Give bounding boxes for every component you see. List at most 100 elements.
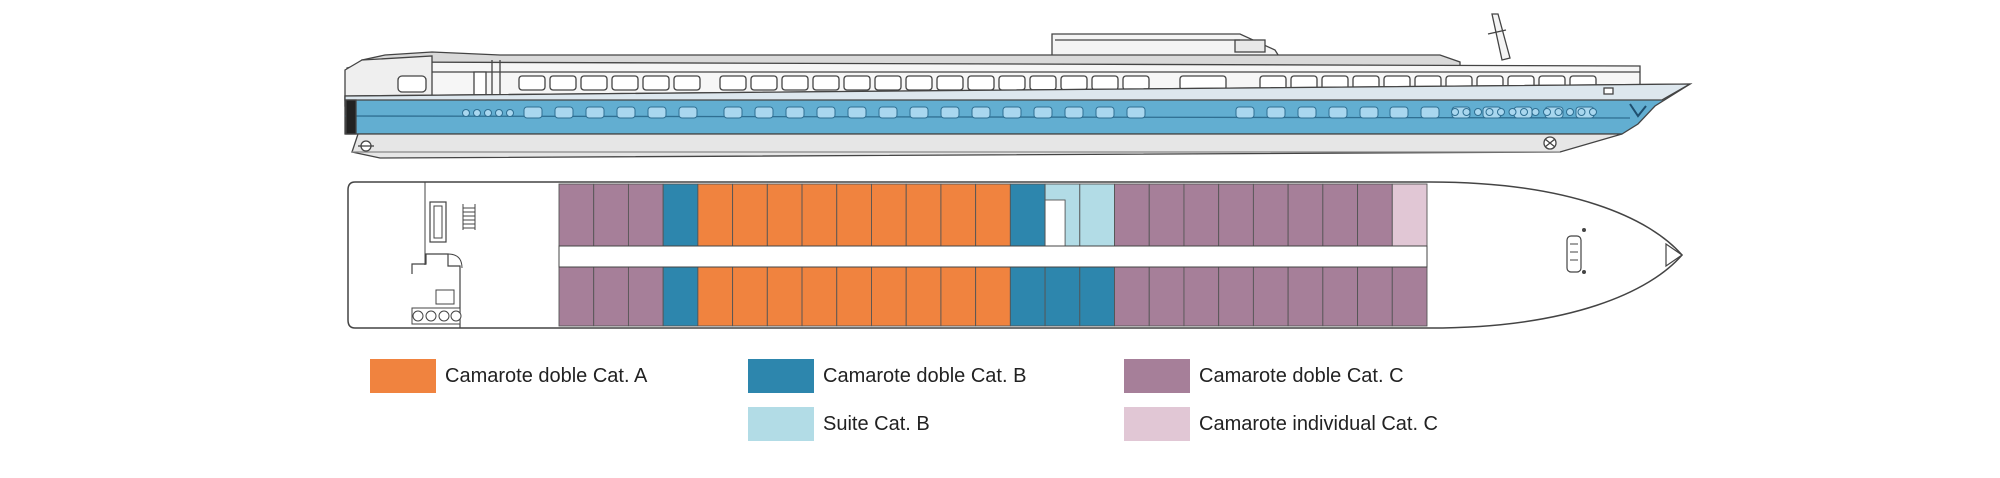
side-bow-porthole bbox=[1485, 108, 1494, 116]
side-window bbox=[673, 75, 701, 91]
cabin-bottom-cat-c-18 bbox=[1148, 266, 1185, 327]
cabin-bottom-cat-c-2 bbox=[593, 266, 629, 327]
cabin-top-cat-a-13 bbox=[975, 183, 1011, 247]
cabin-top-suite-b-16 bbox=[1079, 183, 1115, 247]
deck-plan bbox=[347, 181, 1684, 329]
side-porthole-window bbox=[1328, 106, 1348, 119]
side-window bbox=[549, 75, 577, 91]
side-window bbox=[936, 75, 964, 91]
side-porthole-window bbox=[940, 106, 960, 119]
side-window bbox=[580, 75, 608, 91]
cabin-row-bottom bbox=[558, 266, 1428, 327]
cabin-bottom-cat-b-4 bbox=[662, 266, 699, 327]
cabin-bottom-cat-a-11 bbox=[905, 266, 942, 327]
ship-side-profile bbox=[344, 13, 1693, 159]
cabin-top-cat-a-5 bbox=[697, 183, 734, 247]
side-window bbox=[874, 75, 902, 91]
cabin-top-cat-a-12 bbox=[940, 183, 977, 247]
cabin-bottom-cat-a-8 bbox=[801, 266, 838, 327]
side-porthole-window bbox=[971, 106, 991, 119]
cabin-bottom-cat-c-20 bbox=[1218, 266, 1254, 327]
cabin-bottom-cat-c-24 bbox=[1357, 266, 1393, 327]
cabin-top-cat-c-1 bbox=[558, 183, 595, 247]
cabin-top-cat-a-6 bbox=[732, 183, 768, 247]
side-porthole-window bbox=[647, 106, 667, 119]
side-porthole-window bbox=[554, 106, 574, 119]
cabin-bottom-cat-c-17 bbox=[1114, 266, 1150, 327]
side-porthole-window bbox=[1389, 106, 1409, 119]
side-bow-porthole bbox=[1508, 108, 1517, 116]
side-window bbox=[843, 75, 871, 91]
side-porthole-window bbox=[523, 106, 543, 119]
side-window bbox=[967, 75, 995, 91]
ship-diagram bbox=[344, 13, 1693, 329]
side-bow-porthole bbox=[1531, 108, 1540, 116]
cabin-top-cat-c-3 bbox=[627, 183, 664, 247]
cabin-top-cat-c-18 bbox=[1148, 183, 1185, 247]
side-porthole-window bbox=[847, 106, 867, 119]
legend-item-individual-c: Camarote individual Cat. C bbox=[1124, 407, 1438, 441]
side-window bbox=[998, 75, 1026, 91]
side-porthole-window bbox=[585, 106, 605, 119]
side-bow-porthole bbox=[1589, 108, 1597, 116]
side-window bbox=[812, 75, 840, 91]
side-window bbox=[642, 75, 670, 91]
side-porthole-window bbox=[754, 106, 774, 119]
side-bow-porthole bbox=[1497, 108, 1505, 116]
legend-item-suite-b: Suite Cat. B bbox=[748, 407, 930, 441]
cabin-bottom-cat-c-25 bbox=[1391, 266, 1428, 327]
cabin-top-cat-c-22 bbox=[1287, 183, 1324, 247]
cabin-top-cat-c-19 bbox=[1183, 183, 1220, 247]
side-bow-porthole bbox=[1577, 108, 1586, 116]
side-porthole-window bbox=[1266, 106, 1286, 119]
legend-label-individual-c: Camarote individual Cat. C bbox=[1199, 412, 1438, 435]
cabin-bottom-cat-a-5 bbox=[697, 266, 734, 327]
side-porthole-window bbox=[1297, 106, 1317, 119]
cabin-bottom-cat-a-13 bbox=[975, 266, 1011, 327]
cabin-bottom-cat-a-9 bbox=[836, 266, 872, 327]
side-porthole-window bbox=[1095, 106, 1115, 119]
side-window bbox=[781, 75, 809, 91]
side-porthole bbox=[495, 109, 503, 117]
cabin-bottom-cat-b-14 bbox=[1009, 266, 1046, 327]
side-window bbox=[1122, 75, 1150, 91]
side-porthole-window bbox=[1002, 106, 1022, 119]
cabin-top-cat-a-9 bbox=[836, 183, 872, 247]
cabin-bottom-cat-b-16 bbox=[1079, 266, 1115, 327]
side-window bbox=[750, 75, 778, 91]
cabin-bottom-cat-b-15 bbox=[1044, 266, 1081, 327]
legend-swatch-suite-b bbox=[748, 407, 814, 441]
cabin-top-cat-c-2 bbox=[593, 183, 629, 247]
legend-swatch-cat-a bbox=[370, 359, 436, 393]
side-porthole-window bbox=[878, 106, 898, 119]
side-porthole-window bbox=[1235, 106, 1255, 119]
cabin-top-cat-c-21 bbox=[1252, 183, 1289, 247]
side-porthole-window bbox=[1420, 106, 1440, 119]
cabin-top-cat-c-20 bbox=[1218, 183, 1254, 247]
cabin-bottom-cat-c-3 bbox=[627, 266, 664, 327]
side-bow-porthole bbox=[1451, 108, 1459, 116]
side-window bbox=[1060, 75, 1088, 91]
cabin-top-cat-b-14 bbox=[1009, 183, 1046, 247]
side-porthole bbox=[462, 109, 470, 117]
cabin-bottom-cat-c-19 bbox=[1183, 266, 1220, 327]
legend-swatch-cat-c bbox=[1124, 359, 1190, 393]
side-window bbox=[1091, 75, 1119, 91]
cabin-top-individual-c-25 bbox=[1391, 183, 1428, 247]
legend-label-cat-c: Camarote doble Cat. C bbox=[1199, 364, 1404, 387]
side-window bbox=[611, 75, 639, 91]
cabin-top-cat-a-8 bbox=[801, 183, 838, 247]
legend-swatch-cat-b bbox=[748, 359, 814, 393]
side-porthole bbox=[484, 109, 492, 117]
side-porthole-window bbox=[678, 106, 698, 119]
cabin-bottom-cat-c-23 bbox=[1322, 266, 1359, 327]
side-window bbox=[719, 75, 747, 91]
suite-inner-box bbox=[1044, 199, 1066, 247]
side-bow-porthole bbox=[1566, 108, 1574, 116]
side-bow-porthole bbox=[1474, 108, 1482, 116]
legend-label-suite-b: Suite Cat. B bbox=[823, 412, 930, 435]
cabin-bottom-cat-c-22 bbox=[1287, 266, 1324, 327]
legend-item-cat-c: Camarote doble Cat. C bbox=[1124, 359, 1404, 393]
cabin-top-cat-c-24 bbox=[1357, 183, 1393, 247]
side-bow-porthole bbox=[1520, 108, 1528, 116]
